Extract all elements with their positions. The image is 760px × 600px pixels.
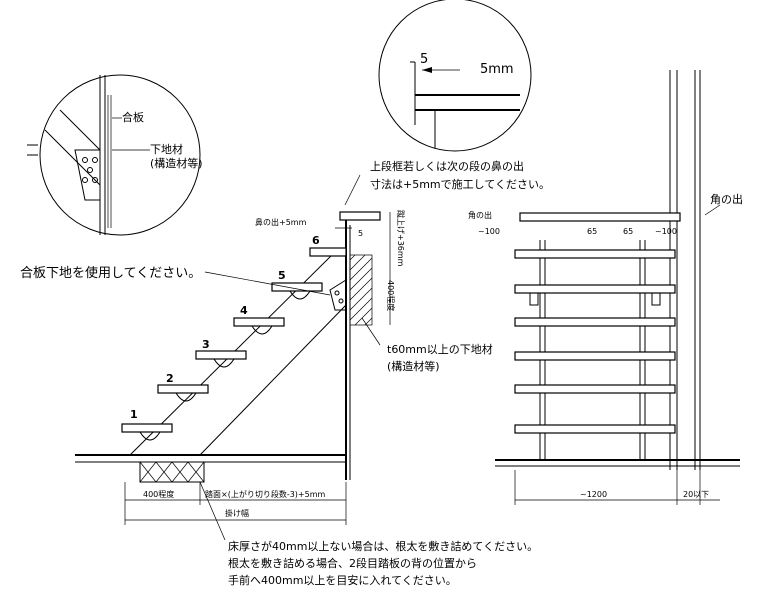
dim-right-100: ~100 [655, 227, 677, 236]
step-number-3: 3 [202, 338, 210, 351]
width-1200: ~1200 [580, 490, 607, 499]
step-number-4: 4 [240, 304, 248, 317]
tread-4 [233, 317, 285, 327]
front-top-tread [519, 212, 681, 222]
front-tread-5 [514, 284, 676, 294]
t60-note-line-2: (構造材等) [387, 359, 440, 373]
front-tread-6 [514, 249, 676, 259]
side-view: 1 2 3 4 5 6 上段框若しくは次の段の鼻の出 寸法は+5mmで施工してく… [20, 159, 550, 587]
step-number-6: 6 [312, 234, 320, 247]
dim-65-b: 65 [623, 227, 633, 236]
front-tread-4 [514, 317, 676, 327]
bottom-note-line-2: 根太を敷き詰める場合、2段目踏板の背の位置から [228, 556, 477, 570]
tread-2 [157, 384, 209, 394]
arrow-icon [422, 67, 432, 73]
bottom-note-line-3: 手前へ400mm以上を目安に入れてください。 [228, 573, 457, 587]
tread-5 [271, 282, 323, 292]
bottom-approx-400: 400程度 [143, 489, 174, 499]
rise-label: 蹴上げ+36mm [396, 210, 406, 267]
dim-left-100: ~100 [478, 227, 500, 236]
front-tread-3 [514, 351, 676, 361]
corner-out-small: 角の出 [468, 210, 492, 220]
substrate-label-1: 下地材 [150, 142, 183, 156]
top-note-line-2: 寸法は+5mmで施工してください。 [370, 177, 550, 191]
detail-circle-left [39, 74, 201, 236]
step-number-2: 2 [166, 372, 174, 385]
bottom-note-line-1: 床厚さが40mm以上ない場合は、根太を敷き詰めてください。 [228, 539, 538, 553]
under-20: 20以下 [683, 490, 709, 499]
tread-formula: 踏面×(上がり切り段数-3)+5mm [205, 489, 326, 499]
approx-400-vertical: 400程度 [386, 280, 396, 311]
joist-block [139, 461, 205, 483]
tread-6 [309, 247, 347, 257]
nose-detail: 5 5mm [378, 0, 532, 152]
front-view: 角の出 角の出 ~100 65 65 ~100 ~1200 20以下 [468, 70, 743, 505]
plywood-note: 合板下地を使用してください。 [20, 265, 201, 281]
plywood-label: 合板 [122, 110, 144, 124]
dim-5: 5 [358, 229, 363, 238]
dim-65-a: 65 [587, 227, 597, 236]
plywood-detail: 合板 下地材 (構造材等) [27, 74, 203, 236]
tread-1 [121, 423, 173, 433]
step-number-1: 1 [130, 408, 138, 421]
corner-out-label: 角の出 [710, 192, 743, 206]
tread-3 [195, 350, 247, 360]
nose-label: 鼻の出+5mm [255, 217, 307, 227]
detail-circle-top [378, 0, 532, 152]
step-number-5: 5 [278, 269, 286, 282]
substrate-block [349, 254, 373, 326]
front-tread-1 [514, 424, 676, 434]
top-note-line-1: 上段框若しくは次の段の鼻の出 [370, 159, 524, 173]
detail-label-5mm: 5mm [480, 62, 514, 77]
front-tread-2 [514, 384, 676, 394]
top-frame [339, 211, 381, 221]
substrate-label-2: (構造材等) [150, 156, 203, 170]
t60-note-line-1: t60mm以上の下地材 [387, 342, 493, 356]
detail-label-5: 5 [420, 52, 428, 67]
span-label: 掛け幅 [225, 508, 249, 518]
